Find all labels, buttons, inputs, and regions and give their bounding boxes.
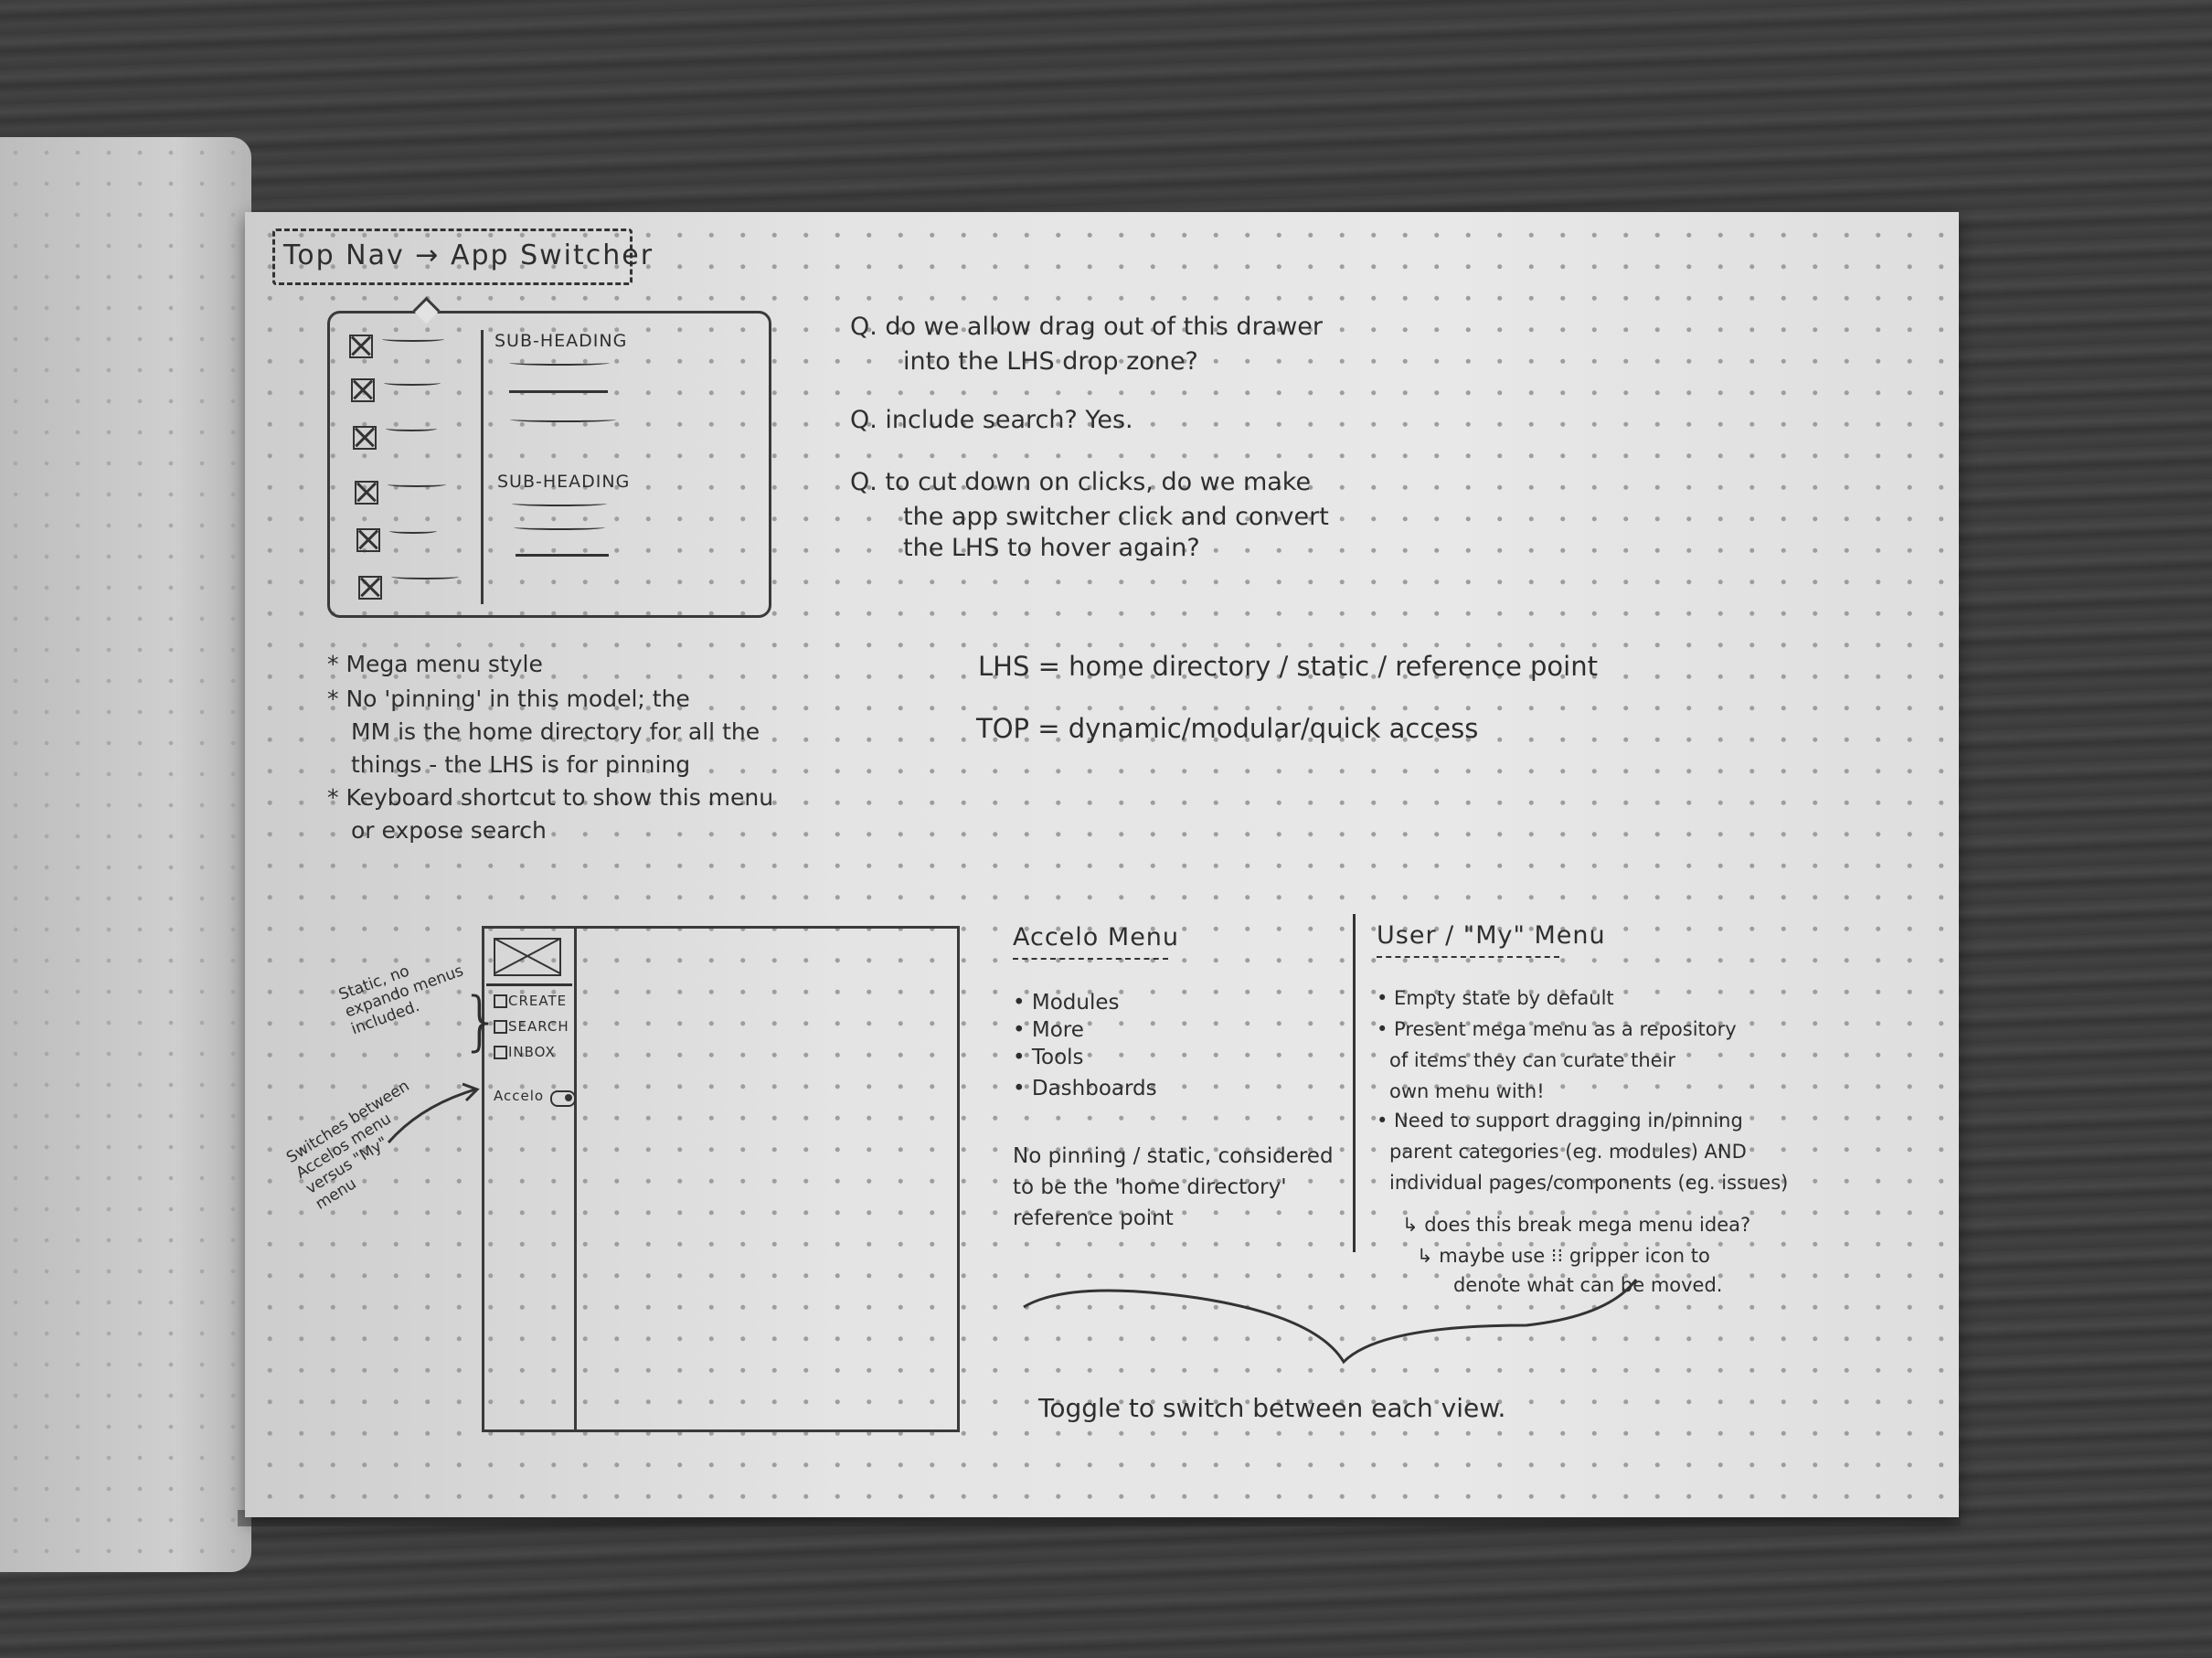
- accelo-menu-note: No pinning / static, considered: [1013, 1144, 1334, 1168]
- curly-brace: }: [461, 983, 502, 1058]
- checkbox-icon: [351, 378, 375, 402]
- user-menu-line: of items they can curate their: [1389, 1049, 1676, 1071]
- left-notebook-page: [0, 137, 251, 1572]
- accelo-menu-note: to be the 'home directory': [1013, 1175, 1287, 1199]
- text-line: [516, 554, 609, 557]
- text-line: [509, 390, 608, 393]
- definition-top: TOP = dynamic/modular/quick access: [976, 713, 1479, 744]
- user-menu-line: • Need to support dragging in/pinning: [1377, 1110, 1743, 1132]
- question-line: into the LHS drop zone?: [903, 347, 1198, 376]
- mega-menu-divider: [481, 330, 484, 604]
- accelo-menu-title: Accelo Menu: [1013, 923, 1180, 951]
- sub-heading-2: SUB-HEADING: [497, 472, 631, 492]
- user-menu-line: • Empty state by default: [1377, 987, 1614, 1009]
- question-line: Q. include search? Yes.: [850, 406, 1133, 434]
- checkbox-icon: [494, 994, 507, 1008]
- checkbox-icon: [358, 576, 382, 600]
- note-line: * No 'pinning' in this model; the: [327, 686, 690, 712]
- wireframe-item-inbox: INBOX: [508, 1044, 556, 1060]
- user-menu-line: ↳ does this break mega menu idea?: [1402, 1214, 1751, 1236]
- checkbox-icon: [494, 1020, 507, 1034]
- squiggle-line: [384, 380, 441, 386]
- squiggle-line: [391, 574, 459, 579]
- user-menu-line: ↳ maybe use ⁝⁝ gripper icon to: [1417, 1245, 1710, 1267]
- squiggle-line: [386, 426, 437, 431]
- note-line: * Keyboard shortcut to show this menu: [327, 784, 774, 811]
- checkbox-icon: [356, 528, 380, 552]
- page-title: Top Nav → App Switcher: [283, 239, 654, 271]
- logo-placeholder-icon: [494, 938, 561, 976]
- column-divider: [1353, 914, 1356, 1252]
- grouping-brace: [1023, 1279, 1638, 1365]
- divider-line: [486, 983, 572, 986]
- checkbox-icon: [353, 426, 377, 450]
- accelo-menu-item: • Modules: [1013, 991, 1120, 1015]
- arrow-icon: [387, 1082, 480, 1143]
- title-underline: [1377, 956, 1559, 958]
- wireframe-item-search: SEARCH: [508, 1018, 569, 1035]
- user-menu-line: denote what can be moved.: [1453, 1274, 1723, 1296]
- user-menu-line: parent categories (eg. modules) AND: [1389, 1141, 1747, 1163]
- note-line: * Mega menu style: [327, 651, 543, 677]
- squiggle-line: [514, 525, 605, 530]
- note-line: or expose search: [351, 817, 547, 844]
- wireframe-item-create: CREATE: [508, 993, 568, 1009]
- squiggle-line: [382, 336, 444, 342]
- accelo-menu-item: • Dashboards: [1013, 1077, 1157, 1100]
- user-menu-line: • Present mega menu as a repository: [1377, 1018, 1737, 1040]
- note-line: MM is the home directory for all the: [351, 718, 760, 745]
- squiggle-line: [512, 501, 607, 506]
- checkbox-icon: [494, 1046, 507, 1059]
- mega-menu-sketch: [327, 296, 771, 618]
- notebook-page: [245, 212, 1959, 1517]
- squiggle-line: [510, 417, 616, 422]
- accelo-menu-item: • Tools: [1013, 1046, 1084, 1069]
- toggle-icon: [550, 1090, 576, 1107]
- definition-lhs: LHS = home directory / static / referenc…: [978, 651, 1598, 682]
- toggle-note: Toggle to switch between each view.: [1038, 1393, 1506, 1423]
- app-wireframe-sketch: CREATE SEARCH INBOX Accelo: [482, 926, 960, 1432]
- squiggle-line: [388, 482, 446, 487]
- question-line: Q. to cut down on clicks, do we make: [850, 468, 1312, 496]
- question-line: the app switcher click and convert: [903, 503, 1329, 531]
- accelo-menu-note: reference point: [1013, 1206, 1174, 1230]
- sub-heading-1: SUB-HEADING: [495, 331, 628, 351]
- wireframe-sidebar: [484, 929, 577, 1429]
- checkbox-icon: [349, 335, 373, 358]
- checkbox-icon: [355, 481, 378, 505]
- squiggle-line: [509, 360, 610, 366]
- user-menu-line: individual pages/components (eg. issues): [1389, 1172, 1789, 1194]
- user-menu-line: own menu with!: [1389, 1080, 1545, 1102]
- title-box: [272, 229, 633, 285]
- user-menu-title: User / "My" Menu: [1377, 921, 1606, 950]
- wireframe-accelo-label: Accelo: [494, 1088, 545, 1104]
- question-line: the LHS to hover again?: [903, 534, 1200, 562]
- accelo-menu-item: • More: [1013, 1018, 1084, 1042]
- note-line: things - the LHS is for pinning: [351, 751, 691, 778]
- title-underline: [1013, 958, 1168, 960]
- squiggle-line: [389, 528, 437, 534]
- question-line: Q. do we allow drag out of this drawer: [850, 313, 1324, 341]
